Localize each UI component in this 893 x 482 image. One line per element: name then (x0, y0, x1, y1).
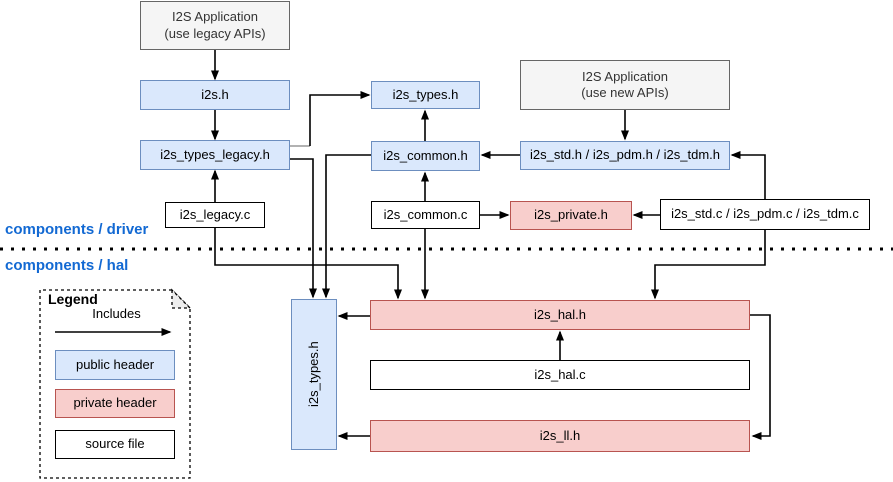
edge-i2s-types-legacy-h-to-i2s-types-h-hal (290, 158, 317, 299)
node-app-new-line1: I2S Application (581, 68, 668, 84)
node-i2s-std-pdm-tdm-c: i2s_std.c / i2s_pdm.c / i2s_tdm.c (660, 199, 870, 230)
node-i2s-hal-c-label: i2s_hal.c (534, 366, 586, 382)
legend-item-public-header-label: public header (75, 356, 155, 372)
node-i2s-common-c: i2s_common.c (371, 201, 480, 229)
legend-item-source-file: source file (55, 430, 175, 459)
node-app-new-line2: (use new APIs) (581, 85, 669, 100)
node-i2s-std-pdm-tdm-h-label: i2s_std.h / i2s_pdm.h / i2s_tdm.h (529, 147, 721, 163)
node-app-legacy-line2: (use legacy APIs) (164, 25, 266, 41)
node-i2s-hal-h-label: i2s_hal.h (533, 306, 587, 322)
edge-i2s-legacy-c-to-i2s-hal-h (214, 228, 402, 300)
node-i2s-common-h-label: i2s_common.h (383, 147, 468, 163)
node-i2s-hal-c: i2s_hal.c (370, 360, 750, 390)
node-i2s-hal-h: i2s_hal.h (370, 300, 750, 330)
legend-item-private-header-label: private header (73, 395, 157, 411)
node-i2s-private-h: i2s_private.h (510, 201, 632, 230)
edge-i2s-types-legacy-h-to-i2s-types-h-driver (309, 91, 371, 146)
section-label-driver: components / driver (5, 221, 149, 238)
node-i2s-ll-h-label: i2s_ll.h (539, 427, 581, 443)
node-i2s-common-h: i2s_common.h (371, 141, 480, 171)
legend-item-private-header: private header (55, 389, 175, 418)
edge-i2s-hal-h-to-i2s-ll-h (750, 314, 771, 440)
legend-title: Legend (48, 291, 98, 307)
node-i2s-types-legacy-h-label: i2s_types_legacy.h (160, 146, 270, 162)
node-i2s-types-h-hal-label: i2s_types.h (305, 341, 321, 408)
node-i2s-common-c-label: i2s_common.c (383, 206, 468, 222)
node-i2s-std-pdm-tdm-h: i2s_std.h / i2s_pdm.h / i2s_tdm.h (520, 141, 730, 170)
edge-i2s-std-c-to-i2s-hal-h (651, 230, 766, 300)
node-i2s-legacy-c: i2s_legacy.c (165, 202, 265, 228)
node-i2s-types-h-driver: i2s_types.h (371, 81, 480, 109)
node-app-legacy: I2S Application (use legacy APIs) (140, 1, 290, 50)
node-i2s-std-pdm-tdm-c-label: i2s_std.c / i2s_pdm.c / i2s_tdm.c (671, 206, 859, 222)
edge-i2s-common-h-to-i2s-types-h-hal (322, 154, 371, 299)
edge-i2s-std-c-to-i2s-std-h (730, 151, 766, 199)
node-i2s-types-legacy-h: i2s_types_legacy.h (140, 140, 290, 170)
node-i2s-ll-h: i2s_ll.h (370, 420, 750, 452)
legend-includes-label: Includes (92, 306, 141, 321)
legend-item-public-header: public header (55, 350, 175, 380)
node-i2s-legacy-c-label: i2s_legacy.c (179, 206, 251, 222)
legend-item-source-file-label: source file (85, 436, 145, 452)
node-app-new: I2S Application (use new APIs) (520, 60, 730, 110)
node-i2s-private-h-label: i2s_private.h (534, 207, 608, 223)
node-app-legacy-line1: I2S Application (171, 9, 258, 25)
node-i2s-types-h-driver-label: i2s_types.h (392, 86, 459, 102)
node-i2s-h-label: i2s.h (201, 86, 229, 102)
section-label-hal: components / hal (5, 257, 129, 274)
node-i2s-h: i2s.h (140, 80, 290, 110)
node-i2s-types-h-hal: i2s_types.h (291, 299, 337, 450)
